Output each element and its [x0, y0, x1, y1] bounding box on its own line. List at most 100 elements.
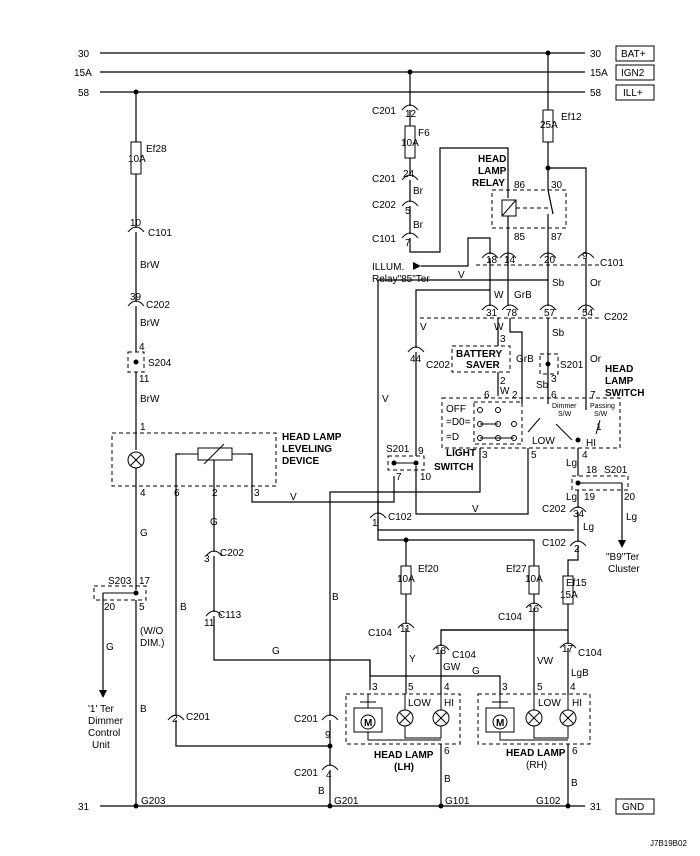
leveling-title-1: HEAD LAMP [282, 432, 342, 443]
fuse-ef15-label: Ef15 [566, 578, 587, 589]
pin-54: 54 [582, 308, 594, 319]
head-lamp-switch: HEAD LAMP SWITCH BATTERY SAVER 3 2 W S20… [329, 318, 644, 716]
c201-name-12: C201 [372, 106, 396, 117]
dimmer-sw-1: Dimmer [552, 403, 577, 410]
c201-ground-path: B 9 C201 4 C201 B [294, 592, 339, 806]
c202-name-54: C202 [604, 312, 628, 323]
wire-b-6: B [318, 786, 325, 797]
relay-pin-87: 87 [551, 232, 563, 243]
wire-lgb: LgB [571, 668, 589, 679]
wire-brw-1: BrW [140, 260, 160, 271]
ter1-line-2: Dimmer [88, 716, 124, 727]
wire-sb-2: Sb [552, 328, 565, 339]
c101-pin-10: 10 [130, 218, 142, 229]
fuse-ef12-label: Ef12 [561, 112, 582, 123]
dimmer-sw-2: S/W [558, 411, 572, 418]
s203-pin-20: 20 [104, 602, 116, 613]
fuse-ef12-rating: 25A [540, 120, 558, 131]
c202-name-5: C202 [372, 200, 396, 211]
fuse-f6-rating: 10A [401, 138, 419, 149]
c201-pin-24: 24 [403, 169, 415, 180]
c102-name-1: C102 [388, 512, 412, 523]
ground-label-right: 31 [590, 802, 602, 813]
pin-14: 14 [504, 255, 516, 266]
wire-sb-1: Sb [552, 278, 565, 289]
gnd-box: GND [622, 802, 644, 813]
wire-grb-2: GrB [516, 354, 534, 365]
wire-b-1: B [140, 704, 147, 715]
leveling-pin-1: 1 [140, 422, 146, 433]
s201b-pin-9: 9 [418, 446, 424, 457]
switch-pin-4: 4 [582, 450, 588, 461]
c102-pin-2: 2 [574, 544, 580, 555]
wire-g-4: G [272, 646, 280, 657]
switch-pin-2b: 2 [512, 390, 518, 401]
ign2-box: IGN2 [621, 68, 645, 79]
c201-pin-9: 9 [325, 730, 331, 741]
c202-name-3: C202 [220, 548, 244, 559]
wire-vw: VW [537, 656, 554, 667]
fuse-ef28-label: Ef28 [146, 144, 167, 155]
ground-g201: G201 [334, 796, 359, 807]
splice-s201c: S201 [604, 465, 628, 476]
switch-title-2: LAMP [605, 376, 634, 387]
pin-78: 78 [506, 308, 518, 319]
park-lamp-symbol: =D0= [446, 417, 471, 428]
rh-title-2: (RH) [526, 760, 547, 771]
relay-title-1: HEAD [478, 154, 506, 165]
right-column-circuit: Ef12 25A 9 C101 Or [540, 53, 624, 312]
c113-pin-11: 11 [204, 618, 215, 629]
wire-or-2: Or [590, 354, 602, 365]
head-lamp-lh: 3 5 4 M LOW HI 6 B HEAD LAMP (LH) [345, 682, 461, 806]
lh-motor: M [364, 718, 372, 729]
ground-rail: 31 31 GND G203 G201 G101 G102 [78, 796, 655, 815]
wire-v-2: V [458, 270, 465, 281]
s201b-pin-7: 7 [396, 472, 402, 483]
fuse-ef20-rating: 10A [397, 574, 415, 585]
c202-pin-5: 5 [405, 206, 411, 217]
head-lamp-relay: HEAD LAMP RELAY 86 30 85 87 [472, 154, 567, 258]
diagram-code: J7B19B02 [650, 839, 687, 848]
s201c-pin-19: 19 [584, 492, 596, 503]
wire-v-4: V [420, 322, 427, 333]
wire-g-1: G [140, 528, 148, 539]
wire-w-2: W [494, 322, 504, 333]
wire-lg-2: Lg [626, 512, 637, 523]
light-switch-2: SWITCH [434, 462, 473, 473]
splice-s203: S203 [108, 576, 132, 587]
wire-b-3: B [444, 774, 451, 785]
rh-low: LOW [538, 698, 561, 709]
ground-label-left: 31 [78, 802, 90, 813]
lh-pin-5: 5 [408, 682, 414, 693]
relay-pin-30: 30 [551, 180, 563, 191]
c201-name-24: C201 [372, 174, 396, 185]
b9-ter-1: "B9"Ter [606, 552, 640, 563]
switch-pin-2a: 2 [500, 376, 506, 387]
leveling-pin-4: 4 [140, 488, 146, 499]
wire-b-2: B [180, 602, 187, 613]
fuse-ef27-rating: 10A [525, 574, 543, 585]
leveling-title-2: LEVELING [282, 444, 332, 455]
c201-pin-4: 4 [326, 770, 332, 781]
wire-lg-4: Lg [583, 522, 594, 533]
switch-title-1: HEAD [605, 364, 633, 375]
ter1-line-3: Control [88, 728, 120, 739]
c202-name-34: C202 [542, 504, 566, 515]
off-label: OFF [446, 404, 466, 415]
wire-brw-2: BrW [140, 318, 160, 329]
wire-b-4: B [571, 778, 578, 789]
rail-label-15a-right: 15A [590, 68, 608, 79]
rail-label-58-left: 58 [78, 88, 90, 99]
lh-low: LOW [408, 698, 431, 709]
relay-title-3: RELAY [472, 178, 505, 189]
s201c-pin-18: 18 [586, 465, 598, 476]
c104-name-16: C104 [498, 612, 522, 623]
relay-title-2: LAMP [478, 166, 507, 177]
wire-lg-3: Lg [566, 492, 577, 503]
wire-lg-1: Lg [566, 458, 577, 469]
wo-dim-2: DIM.) [140, 638, 164, 649]
c104-name-18: C104 [452, 650, 476, 661]
s204-bottom-pin: 11 [139, 374, 150, 385]
c201-name-2: C201 [186, 712, 210, 723]
lh-hi: HI [444, 698, 454, 709]
